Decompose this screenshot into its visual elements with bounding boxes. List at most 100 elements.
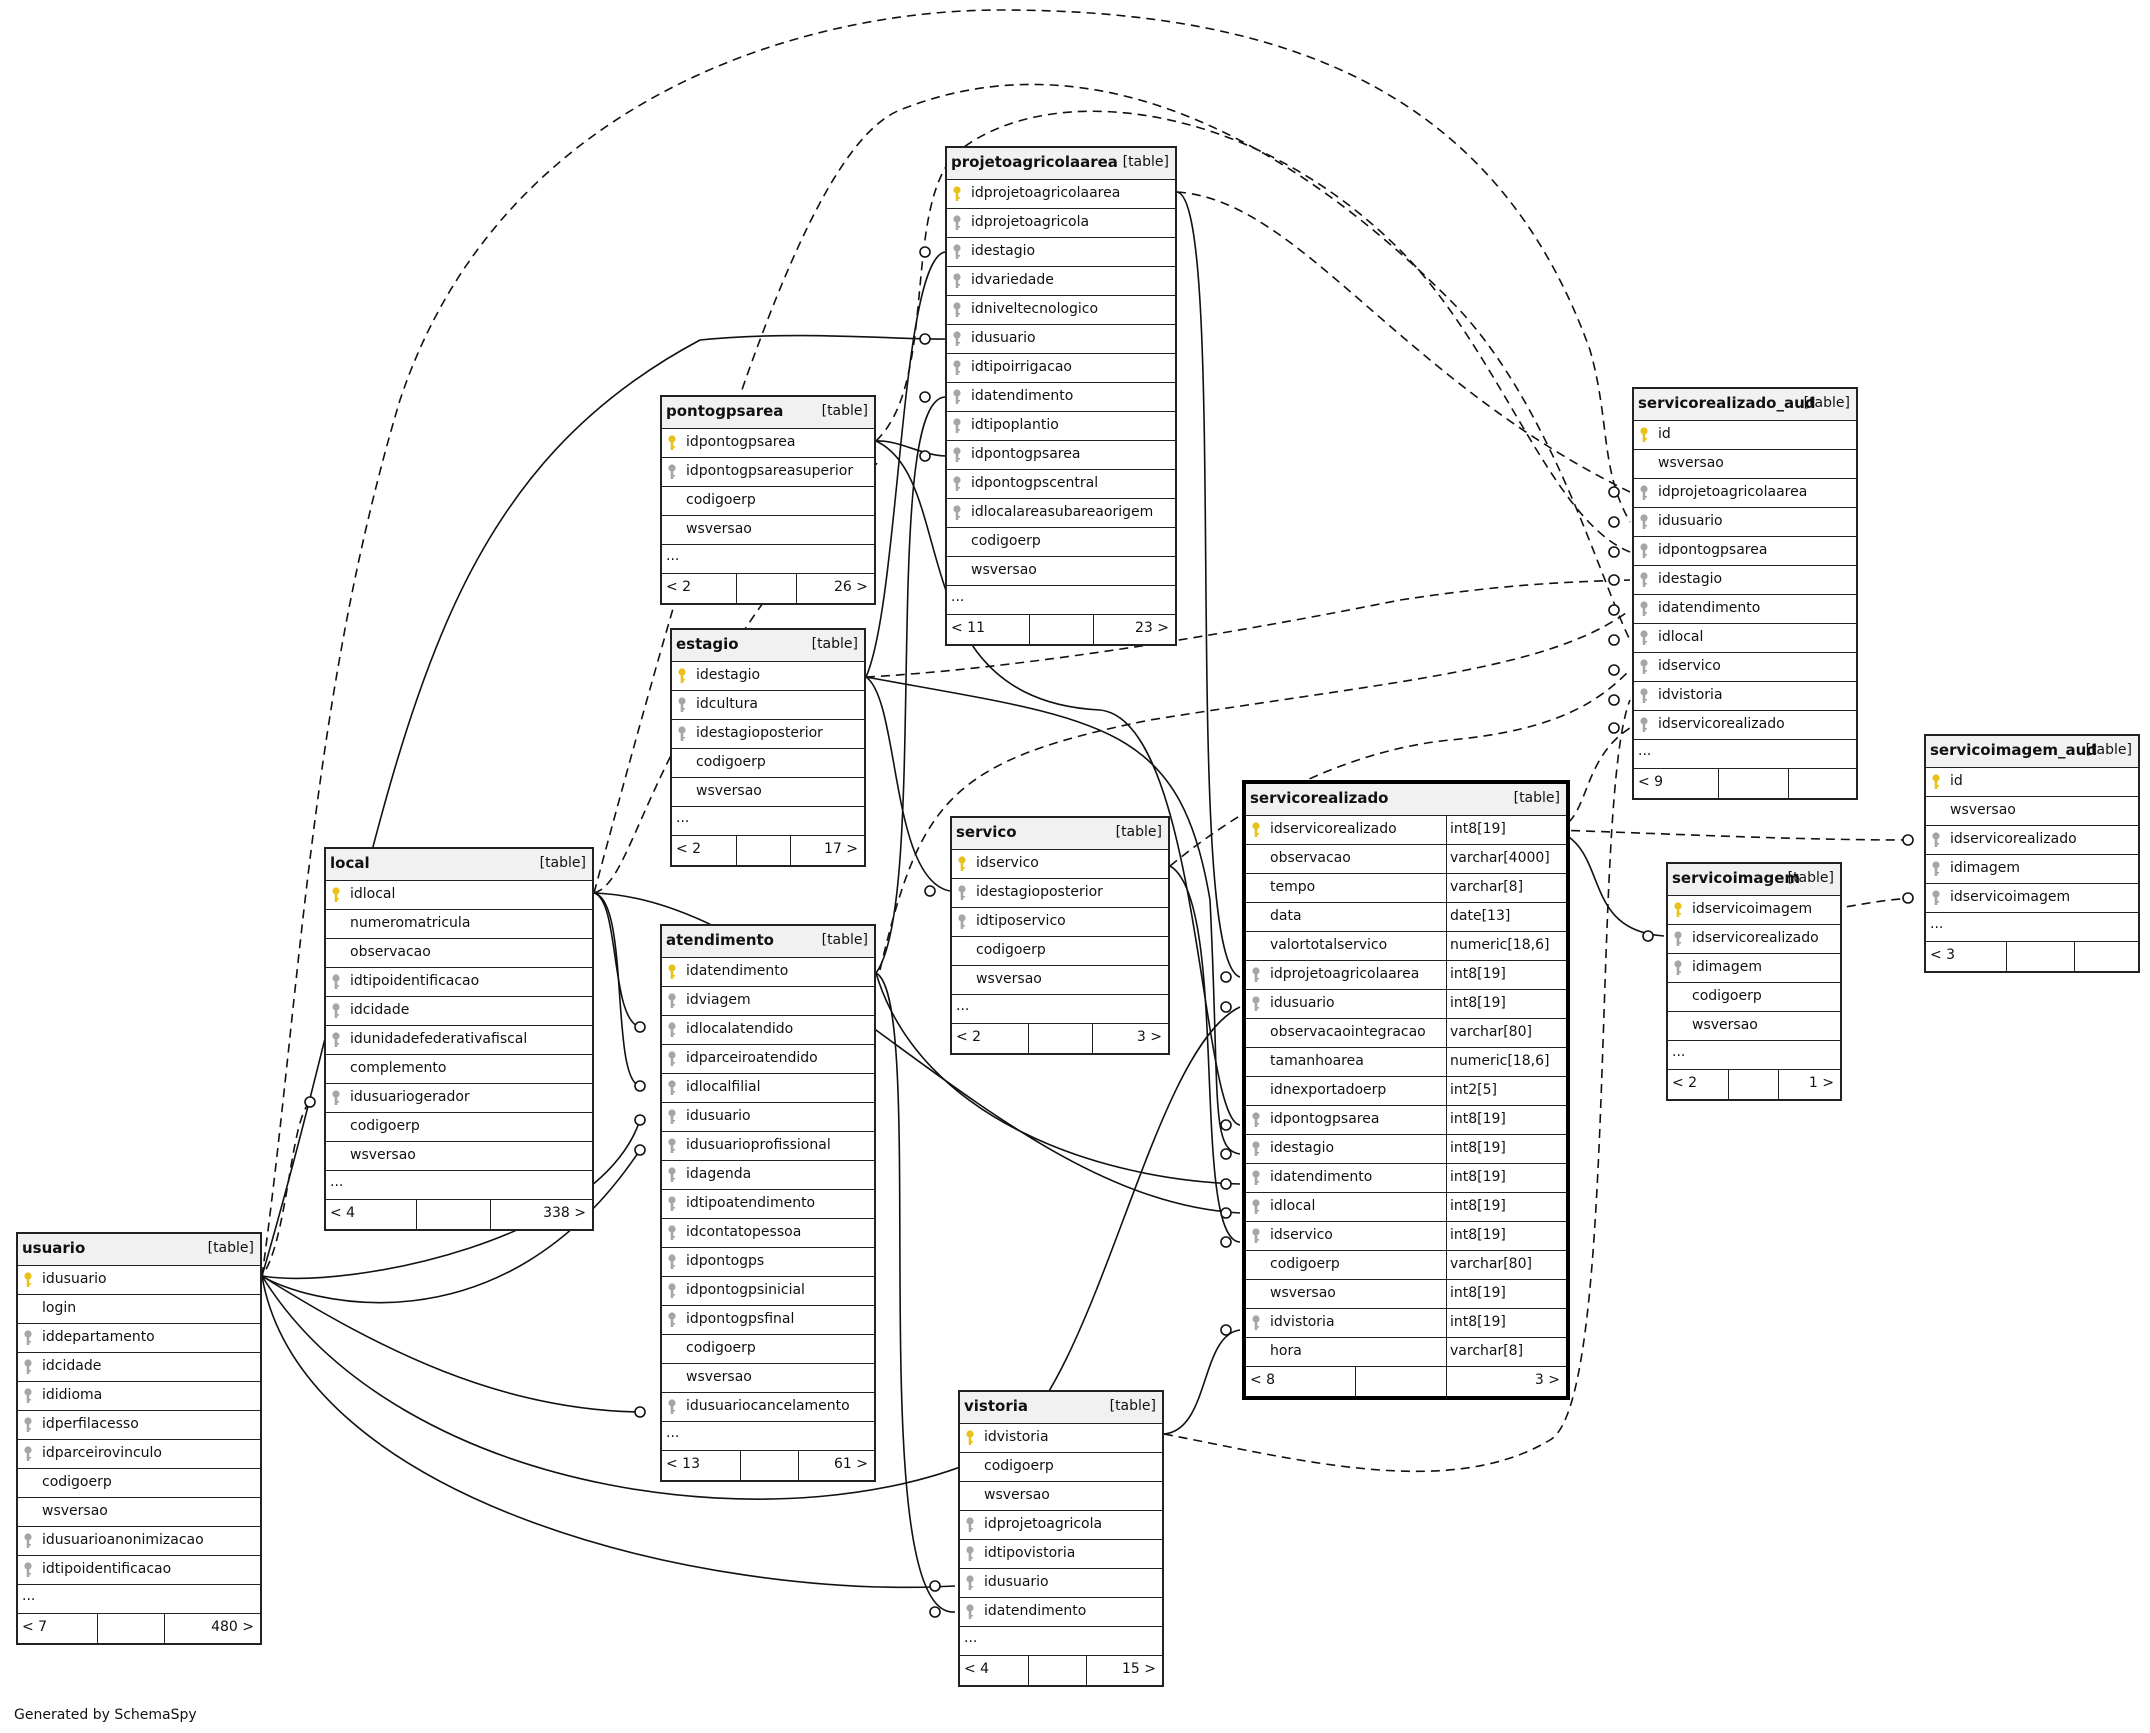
column-row[interactable]: id <box>1634 421 1856 450</box>
column-row[interactable]: idvistoria <box>1634 682 1856 711</box>
column-row[interactable]: idatendimento <box>947 383 1175 412</box>
column-row[interactable]: wsversao <box>1926 797 2138 826</box>
column-row[interactable]: ... <box>672 807 864 836</box>
column-row[interactable]: idservicorealizado <box>1634 711 1856 740</box>
column-row[interactable]: idlocalatendido <box>662 1016 874 1045</box>
column-row[interactable]: ... <box>1926 913 2138 942</box>
column-row[interactable]: idservicorealizado <box>1668 925 1840 954</box>
column-row[interactable]: idpontogps <box>662 1248 874 1277</box>
column-row[interactable]: wsversao <box>947 557 1175 586</box>
column-row[interactable]: idtipoirrigacao <box>947 354 1175 383</box>
column-row[interactable]: ... <box>662 545 874 574</box>
column-row[interactable]: idatendimento <box>1634 595 1856 624</box>
column-row[interactable]: login <box>18 1295 260 1324</box>
column-row[interactable]: idlocalfilial <box>662 1074 874 1103</box>
column-row[interactable]: codigoerp <box>326 1113 592 1142</box>
column-row[interactable]: idtipoidentificacao <box>326 968 592 997</box>
column-row[interactable]: idlocal <box>1634 624 1856 653</box>
column-row[interactable]: idperfilacesso <box>18 1411 260 1440</box>
column-row[interactable]: idestagioposterior <box>672 720 864 749</box>
column-row[interactable]: idniveltecnologico <box>947 296 1175 325</box>
column-row[interactable]: idagenda <box>662 1161 874 1190</box>
column-row[interactable]: idvariedade <box>947 267 1175 296</box>
column-row[interactable]: wsversao <box>672 778 864 807</box>
column-row[interactable]: codigoerp <box>672 749 864 778</box>
column-row[interactable]: idusuariogerador <box>326 1084 592 1113</box>
column-row[interactable]: complemento <box>326 1055 592 1084</box>
column-row[interactable]: idimagem <box>1926 855 2138 884</box>
column-row[interactable]: wsversao <box>1634 450 1856 479</box>
column-row[interactable]: ... <box>1634 740 1856 769</box>
column-row[interactable]: wsversao <box>952 966 1168 995</box>
column-row[interactable]: idusuario <box>960 1569 1162 1598</box>
column-row[interactable]: idusuarioanonimizacao <box>18 1527 260 1556</box>
column-row[interactable]: idusuario <box>662 1103 874 1132</box>
column-row[interactable]: idcultura <box>672 691 864 720</box>
column-row[interactable]: ... <box>326 1171 592 1200</box>
column-row[interactable]: idusuario <box>18 1266 260 1295</box>
column-row[interactable]: idservico <box>952 850 1168 879</box>
column-row[interactable]: ... <box>960 1627 1162 1656</box>
column-row[interactable]: idpontogpsfinal <box>662 1306 874 1335</box>
table-projetoagricolaarea[interactable]: projetoagricolaarea [table] idprojetoagr… <box>945 146 1177 646</box>
column-row[interactable]: wsversao <box>662 1364 874 1393</box>
column-row[interactable]: codigoerp <box>952 937 1168 966</box>
column-row[interactable]: idservicoimagem <box>1926 884 2138 913</box>
column-row[interactable]: ... <box>18 1585 260 1614</box>
column-row[interactable]: wsversao <box>960 1482 1162 1511</box>
column-row[interactable]: idpontogpscentral <box>947 470 1175 499</box>
column-row[interactable]: codigoerp <box>662 487 874 516</box>
column-row[interactable]: idtiposervico <box>952 908 1168 937</box>
column-row[interactable]: idusuario <box>1634 508 1856 537</box>
column-row[interactable]: codigoerp <box>960 1453 1162 1482</box>
column-row[interactable]: idprojetoagricola <box>960 1511 1162 1540</box>
table-servicorealizado[interactable]: servicorealizado [table] idservicorealiz… <box>1242 780 1570 1400</box>
column-row[interactable]: idimagem <box>1668 954 1840 983</box>
column-row[interactable]: idpontogpsinicial <box>662 1277 874 1306</box>
column-row[interactable]: idusuario <box>947 325 1175 354</box>
column-row[interactable]: iddepartamento <box>18 1324 260 1353</box>
column-row[interactable]: idtipoatendimento <box>662 1190 874 1219</box>
column-row[interactable]: ididioma <box>18 1382 260 1411</box>
column-row[interactable]: idestagioposterior <box>952 879 1168 908</box>
column-row[interactable]: wsversao <box>326 1142 592 1171</box>
column-row[interactable]: idpontogpsarea <box>1634 537 1856 566</box>
column-row[interactable]: idtipoidentificacao <box>18 1556 260 1585</box>
column-row[interactable]: idlocalareasubareaorigem <box>947 499 1175 528</box>
column-row[interactable]: idunidadefederativafiscal <box>326 1026 592 1055</box>
column-row[interactable]: idcidade <box>326 997 592 1026</box>
column-row[interactable]: wsversao <box>1668 1012 1840 1041</box>
column-row[interactable]: codigoerp <box>947 528 1175 557</box>
column-row[interactable]: idtipoplantio <box>947 412 1175 441</box>
column-row[interactable]: idpontogpsareasuperior <box>662 458 874 487</box>
column-row[interactable]: idparceiroatendido <box>662 1045 874 1074</box>
column-row[interactable]: idtipovistoria <box>960 1540 1162 1569</box>
column-row[interactable]: idcontatopessoa <box>662 1219 874 1248</box>
column-row[interactable]: idatendimento <box>662 958 874 987</box>
column-row[interactable]: idusuariocancelamento <box>662 1393 874 1422</box>
column-row[interactable]: idpontogpsarea <box>662 429 874 458</box>
column-row[interactable]: ... <box>662 1422 874 1451</box>
column-row[interactable]: idprojetoagricola <box>947 209 1175 238</box>
